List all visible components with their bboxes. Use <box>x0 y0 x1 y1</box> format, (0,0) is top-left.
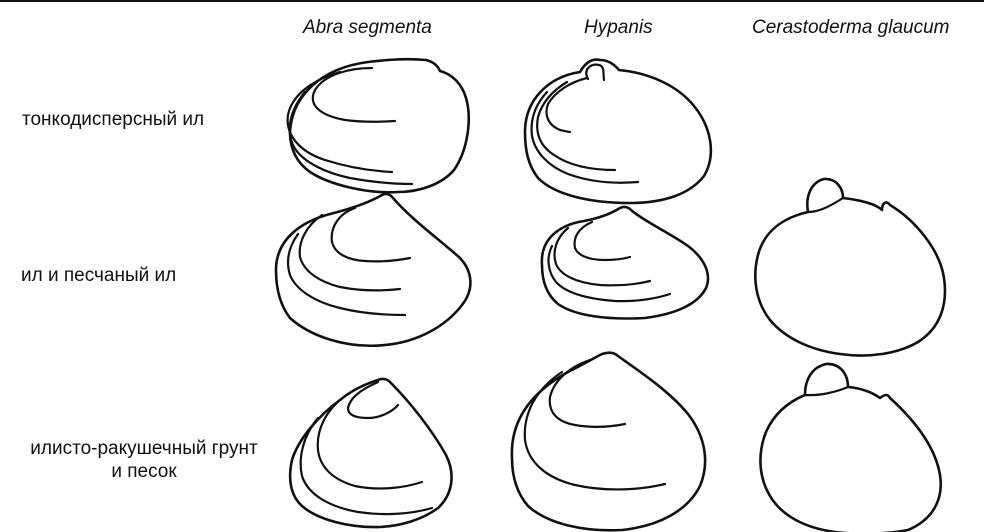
shell-outline <box>755 179 945 356</box>
growth-line <box>525 372 665 489</box>
growth-line <box>348 382 398 418</box>
shell-outline <box>290 379 451 527</box>
shell-abra-fine-silt <box>288 59 469 192</box>
growth-line <box>549 246 670 301</box>
growth-line <box>300 215 400 290</box>
growth-line <box>547 78 588 132</box>
shell-outline <box>276 194 470 346</box>
shell-hypanis-silt-sandy-silt <box>542 207 708 319</box>
growth-line <box>288 234 405 315</box>
shell-abra-silt-sandy-silt <box>276 194 470 346</box>
shell-outline <box>760 364 940 532</box>
growth-line <box>805 387 848 395</box>
shell-cerastoderma-silt-shell-ground <box>760 364 940 532</box>
shell-outline <box>290 59 469 192</box>
growth-line <box>537 82 615 170</box>
growth-line <box>808 198 843 212</box>
growth-line <box>550 359 625 427</box>
shell-abra-silt-shell-ground <box>290 379 451 527</box>
shell-outline <box>525 60 711 203</box>
shell-hypanis-fine-silt <box>525 60 711 203</box>
shell-outline <box>512 353 705 531</box>
growth-line <box>332 208 410 261</box>
shell-hypanis-silt-shell-ground <box>512 353 705 531</box>
growth-line <box>318 396 422 489</box>
growth-line <box>575 222 630 260</box>
growth-line <box>555 228 651 285</box>
shell-cerastoderma-silt-sandy-silt <box>755 179 945 356</box>
growth-line <box>586 65 604 80</box>
